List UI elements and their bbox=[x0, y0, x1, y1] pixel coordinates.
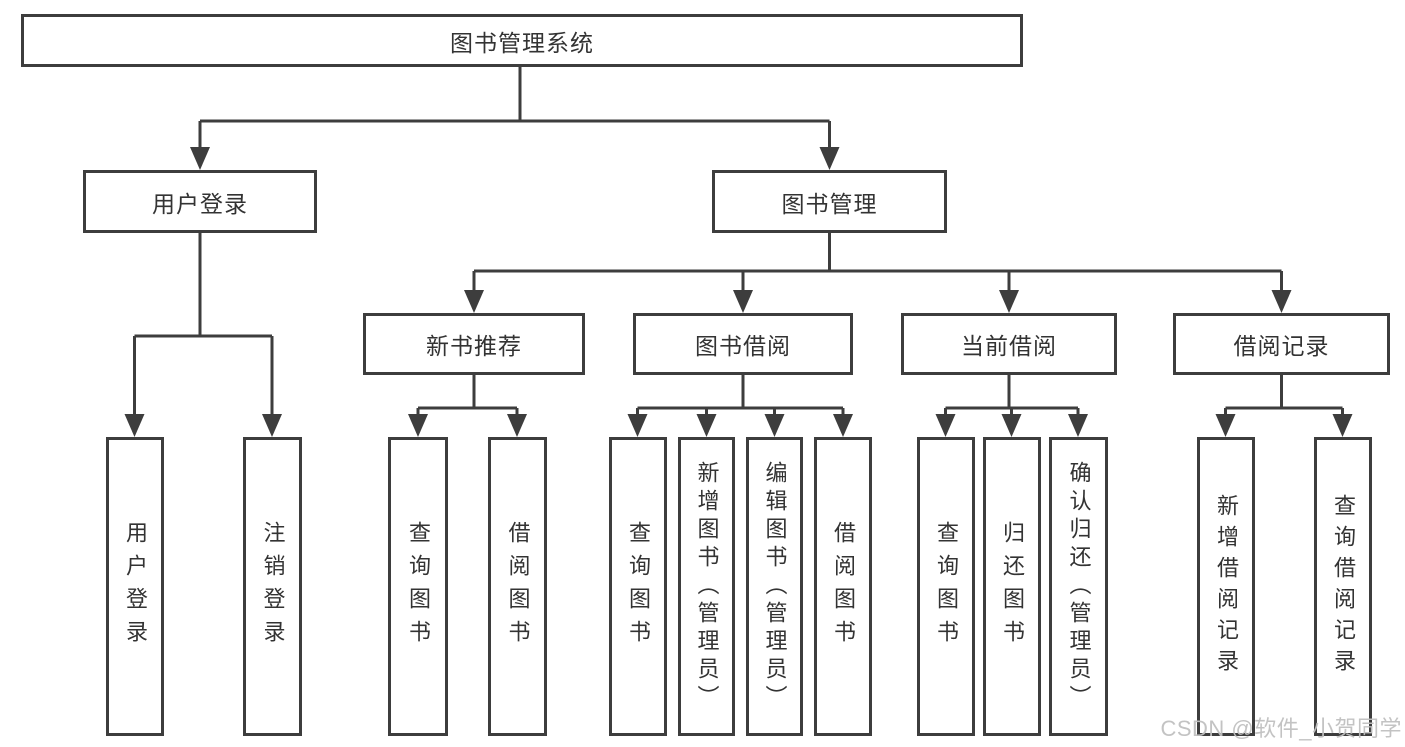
leaf-add-books-admin: 新增图书（管理员） bbox=[678, 437, 735, 736]
node-label: 归还图书 bbox=[1000, 520, 1025, 653]
leaf-query-books-3: 查询图书 bbox=[917, 437, 975, 736]
node-label: 新增借阅记录 bbox=[1214, 493, 1239, 680]
node-label: 查询图书 bbox=[406, 520, 431, 653]
arrowhead bbox=[833, 414, 853, 437]
node-label: 用户登录 bbox=[152, 190, 248, 217]
leaf-confirm-return-admin: 确认归还（管理员） bbox=[1049, 437, 1108, 736]
leaf-add-borrow-record: 新增借阅记录 bbox=[1197, 437, 1255, 736]
arrowhead bbox=[464, 290, 484, 313]
node-label: 新书推荐 bbox=[426, 333, 522, 359]
node-label: 查询借阅记录 bbox=[1331, 493, 1356, 680]
node-label: 图书借阅 bbox=[695, 333, 791, 359]
leaf-borrow-books-1: 借阅图书 bbox=[488, 437, 547, 736]
arrowhead bbox=[999, 290, 1019, 313]
node-current-borrowing: 当前借阅 bbox=[901, 313, 1117, 375]
node-book-management: 图书管理 bbox=[712, 170, 947, 233]
node-label: 当前借阅 bbox=[961, 333, 1057, 359]
node-borrowing-records: 借阅记录 bbox=[1173, 313, 1390, 375]
node-label: 图书管理 bbox=[781, 190, 878, 217]
node-label: 编辑图书（管理员） bbox=[762, 460, 788, 713]
connector-book-mgmt-branch bbox=[472, 233, 1283, 292]
leaf-query-books-1: 查询图书 bbox=[388, 437, 448, 736]
arrowheads bbox=[124, 147, 1353, 437]
node-label: 查询图书 bbox=[934, 520, 959, 653]
arrowhead bbox=[1068, 414, 1088, 437]
node-label: 新增图书（管理员） bbox=[694, 460, 720, 713]
arrowhead bbox=[733, 290, 753, 313]
arrowhead bbox=[696, 414, 717, 437]
connector-records-branch bbox=[1224, 375, 1344, 416]
node-root-system: 图书管理系统 bbox=[21, 14, 1023, 67]
arrowhead bbox=[190, 147, 210, 170]
arrowhead bbox=[935, 414, 956, 437]
arrowhead bbox=[1001, 414, 1022, 437]
csdn-watermark: CSDN @软件_小贺同学 bbox=[1160, 716, 1402, 741]
arrowhead bbox=[507, 414, 527, 437]
leaf-query-borrow-record: 查询借阅记录 bbox=[1314, 437, 1372, 736]
connector-root-to-level2 bbox=[198, 67, 831, 150]
connector-borrow-branch bbox=[636, 375, 845, 416]
arrowhead bbox=[819, 147, 840, 170]
leaf-edit-books-admin: 编辑图书（管理员） bbox=[746, 437, 803, 736]
node-label: 借阅图书 bbox=[505, 520, 531, 653]
connector-new-rec-branch bbox=[416, 375, 519, 416]
arrowhead bbox=[1215, 414, 1236, 437]
leaf-logout: 注销登录 bbox=[243, 437, 302, 736]
node-label: 借阅图书 bbox=[831, 520, 856, 653]
arrowhead bbox=[1271, 290, 1292, 313]
arrowhead bbox=[764, 414, 785, 437]
node-label: 注销登录 bbox=[260, 520, 286, 653]
arrowhead bbox=[262, 414, 282, 437]
node-user-login: 用户登录 bbox=[83, 170, 317, 233]
node-new-book-recommend: 新书推荐 bbox=[363, 313, 585, 375]
arrowhead bbox=[124, 414, 145, 437]
leaf-user-login: 用户登录 bbox=[106, 437, 164, 736]
node-label: 用户登录 bbox=[123, 520, 148, 653]
connector-current-branch bbox=[944, 375, 1080, 416]
node-label: 图书管理系统 bbox=[450, 29, 594, 56]
node-label: 确认归还（管理员） bbox=[1066, 460, 1092, 713]
connector-user-login-branch bbox=[133, 233, 274, 416]
node-label: 借阅记录 bbox=[1233, 333, 1330, 359]
leaf-query-books-2: 查询图书 bbox=[609, 437, 667, 736]
node-label: 查询图书 bbox=[626, 520, 651, 653]
leaf-return-books: 归还图书 bbox=[983, 437, 1041, 736]
leaf-borrow-books-2: 借阅图书 bbox=[814, 437, 872, 736]
arrowhead bbox=[627, 414, 648, 437]
node-book-borrowing: 图书借阅 bbox=[633, 313, 853, 375]
arrowhead bbox=[1332, 414, 1353, 437]
arrowhead bbox=[408, 414, 428, 437]
